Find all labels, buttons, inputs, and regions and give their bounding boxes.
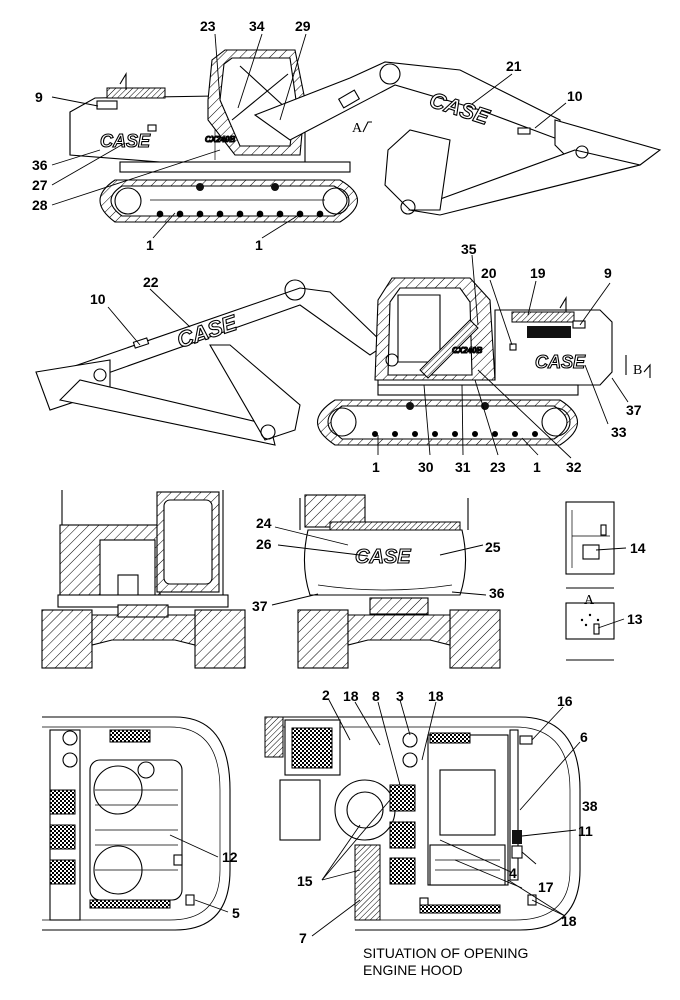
callout-16: 16 [557, 693, 573, 709]
callout-37: 37 [252, 598, 268, 614]
case-logo: CASE [100, 131, 151, 151]
callout-18: 18 [343, 688, 359, 704]
callout-37: 37 [626, 402, 642, 418]
callout-32: 32 [566, 459, 582, 475]
callout-3: 3 [396, 688, 404, 704]
callout-11: 11 [578, 823, 593, 839]
callout-numbers: 9 36 27 28 23 34 29 21 10 1 1 35 20 19 9… [32, 18, 646, 946]
callout-4: 4 [509, 865, 517, 881]
callout-2: 2 [322, 687, 330, 703]
callout-1: 1 [372, 459, 380, 475]
callout-34: 34 [249, 18, 265, 34]
model-badge-2: CX240B [452, 346, 482, 355]
callout-1: 1 [533, 459, 541, 475]
callout-23: 23 [490, 459, 506, 475]
engine-bay-right [264, 716, 581, 931]
callout-7: 7 [299, 930, 307, 946]
front-view [41, 490, 246, 669]
side-view-left: CASE CX240B CASE A [69, 49, 662, 223]
callout-23: 23 [200, 18, 216, 34]
caption-line-1: SITUATION OF OPENING [363, 945, 528, 961]
callout-6: 6 [580, 729, 588, 745]
callout-27: 27 [32, 177, 48, 193]
callout-35: 35 [461, 241, 477, 257]
view-b-label: B [633, 363, 642, 378]
leader-lines [51, 33, 629, 937]
engine-bay-left [42, 716, 231, 931]
callout-36: 36 [32, 157, 48, 173]
callout-38: 38 [582, 798, 598, 814]
callout-25: 25 [485, 539, 501, 555]
callout-24: 24 [256, 515, 272, 531]
callout-14: 14 [630, 540, 646, 556]
callout-29: 29 [295, 18, 311, 34]
callout-20: 20 [481, 265, 497, 281]
callout-1: 1 [146, 237, 154, 253]
callout-36: 36 [489, 585, 505, 601]
callout-15: 15 [297, 873, 313, 889]
side-view-right: CASE CASE CX240B B [35, 277, 651, 446]
detail-a: A [565, 501, 615, 608]
rear-view: CASE [297, 494, 501, 669]
callout-1: 1 [255, 237, 263, 253]
callout-28: 28 [32, 197, 48, 213]
callout-12: 12 [222, 849, 238, 865]
detail-a-label: A [584, 593, 595, 608]
callout-31: 31 [455, 459, 471, 475]
callout-33: 33 [611, 424, 627, 440]
callout-9: 9 [35, 89, 43, 105]
model-badge: CX240B [205, 135, 235, 144]
caption-line-2: ENGINE HOOD [363, 962, 463, 978]
callout-30: 30 [418, 459, 434, 475]
callout-10: 10 [567, 88, 583, 104]
callout-5: 5 [232, 905, 240, 921]
view-a-label: A [352, 121, 363, 136]
callout-22: 22 [143, 274, 159, 290]
callout-10: 10 [90, 291, 106, 307]
callout-21: 21 [506, 58, 522, 74]
callout-17: 17 [538, 879, 554, 895]
callout-9: 9 [604, 265, 612, 281]
callout-18: 18 [561, 913, 577, 929]
callout-18: 18 [428, 688, 444, 704]
callout-13: 13 [627, 611, 643, 627]
case-logo-body2: CASE [535, 352, 586, 372]
case-logo-rear: CASE [355, 546, 411, 568]
callout-19: 19 [530, 265, 546, 281]
callout-8: 8 [372, 688, 380, 704]
callout-26: 26 [256, 536, 272, 552]
detail-b [565, 602, 615, 661]
